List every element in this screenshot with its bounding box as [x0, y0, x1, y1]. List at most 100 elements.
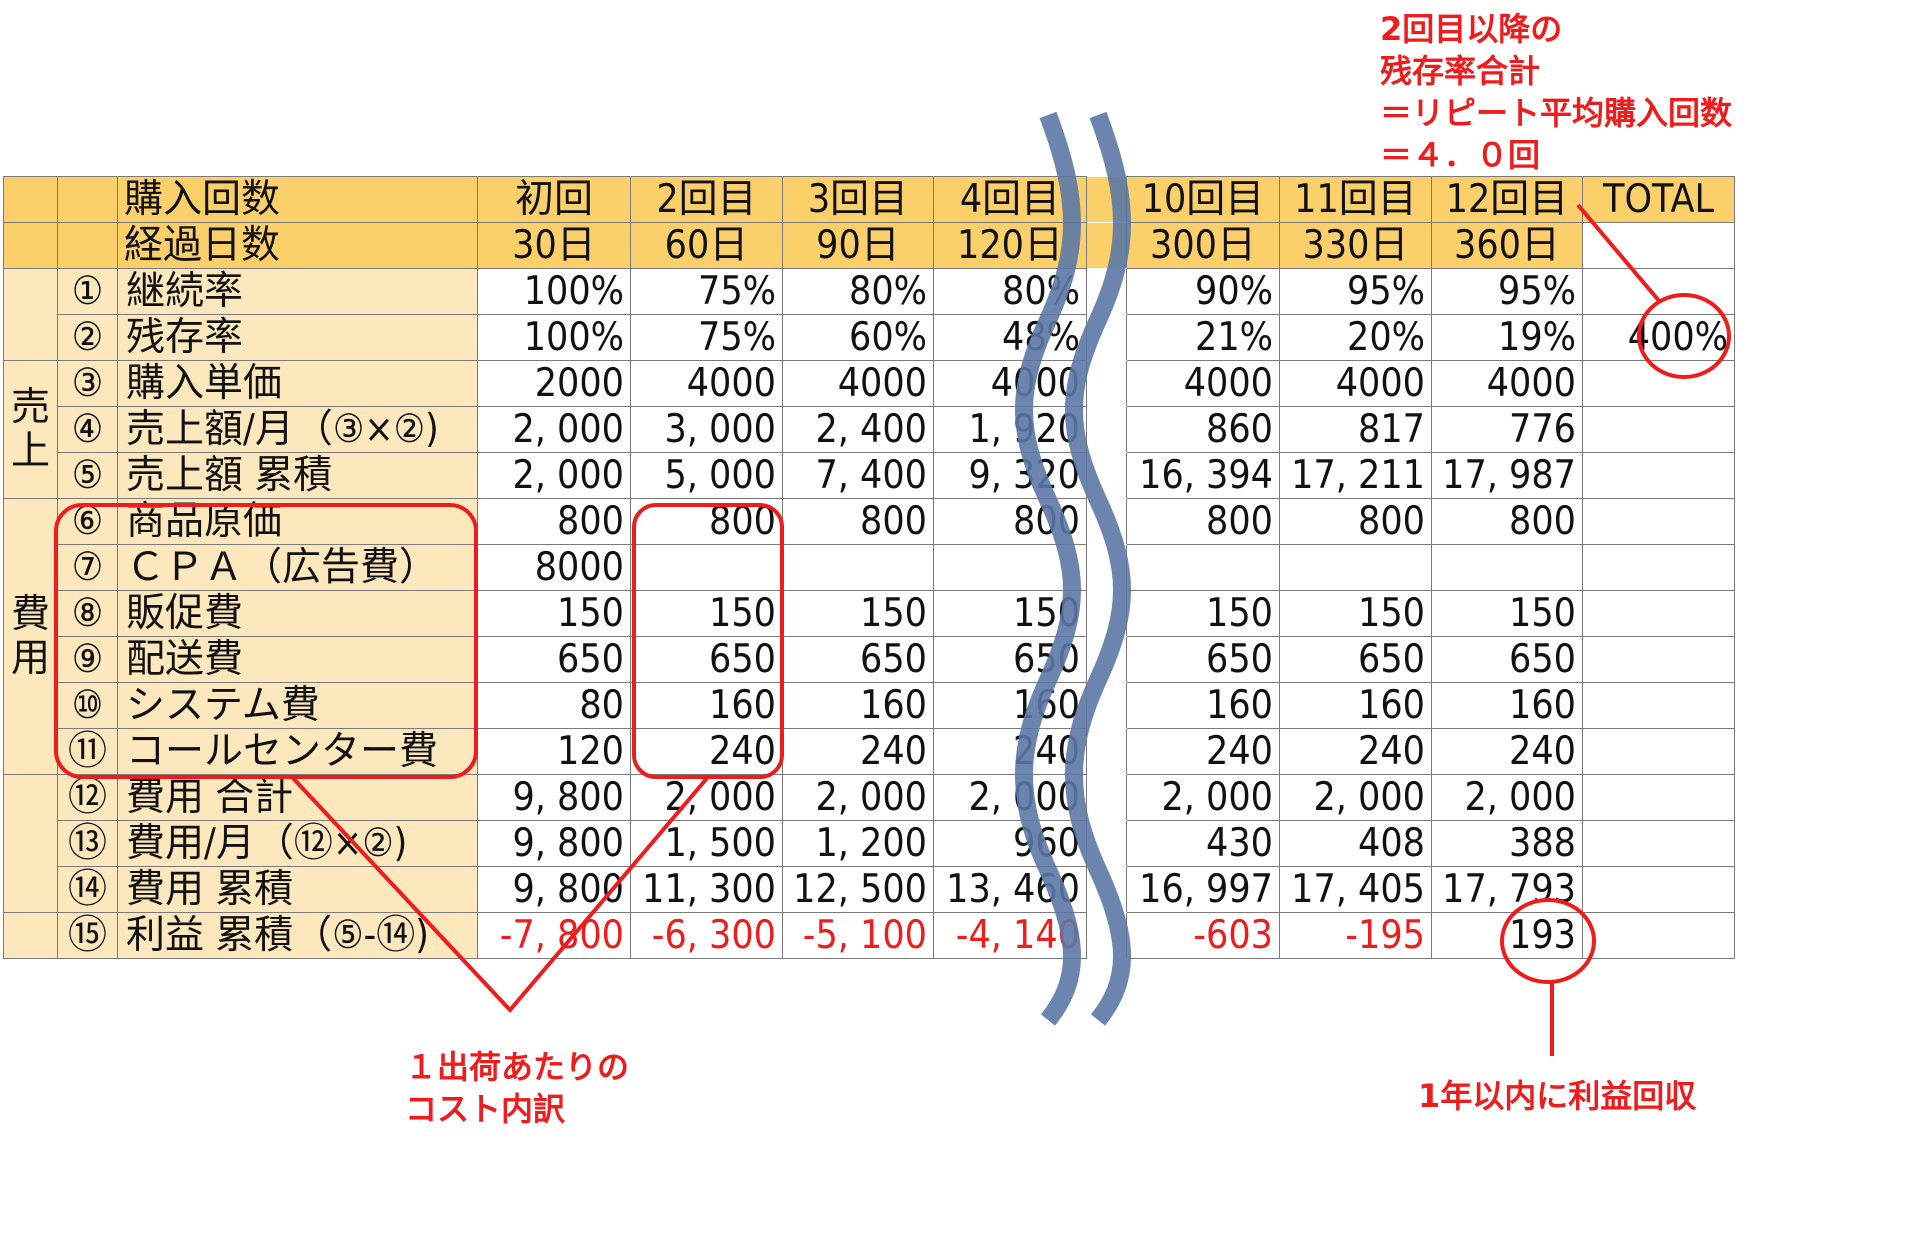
value-cell: -195 — [1279, 912, 1432, 959]
row-label: システム費 — [117, 682, 478, 729]
value-cell: 19% — [1431, 314, 1583, 361]
row-label: ＣＰＡ（広告費） — [117, 544, 478, 591]
value-cell: -603 — [1126, 912, 1280, 959]
group-blank — [3, 912, 58, 959]
value-cell: 160 — [1126, 682, 1280, 729]
row-index: ⑤ — [57, 452, 118, 499]
column-break-gap — [1086, 590, 1127, 637]
value-cell: 11, 300 — [630, 866, 783, 913]
row-index: ⑥ — [57, 498, 118, 545]
header-cell: 4回目 — [933, 176, 1087, 223]
value-cell: 4000 — [933, 360, 1087, 407]
value-cell: 800 — [933, 498, 1087, 545]
header-cell: 12回目 — [1431, 176, 1583, 223]
value-cell: 48% — [933, 314, 1087, 361]
value-cell: 16, 394 — [1126, 452, 1280, 499]
value-cell: 650 — [630, 636, 783, 683]
value-cell: 240 — [782, 728, 934, 775]
value-cell: 860 — [1126, 406, 1280, 453]
value-cell: 650 — [782, 636, 934, 683]
column-break-gap — [1086, 682, 1127, 729]
value-cell: 100% — [477, 314, 631, 361]
value-cell: 240 — [1126, 728, 1280, 775]
value-cell: 20% — [1279, 314, 1432, 361]
value-cell — [933, 544, 1087, 591]
value-cell — [1582, 360, 1735, 407]
value-cell: 817 — [1279, 406, 1432, 453]
value-cell — [1582, 912, 1735, 959]
value-cell: 80% — [782, 268, 934, 315]
value-cell: 800 — [782, 498, 934, 545]
header-cell: 10回目 — [1126, 176, 1280, 223]
header-blank — [3, 222, 58, 269]
header-cell: 2回目 — [630, 176, 783, 223]
value-cell: 80% — [933, 268, 1087, 315]
annotation-line: 残存率合計 — [1380, 52, 1541, 90]
row-label: 売上額/月（③×②) — [117, 406, 478, 453]
annotation-profit-recovery: 1年以内に利益回収 — [1418, 1077, 1697, 1115]
annotation-line: ＝４．０回 — [1380, 136, 1541, 174]
value-cell: 80 — [477, 682, 631, 729]
value-cell — [1582, 682, 1735, 729]
value-cell: 17, 211 — [1279, 452, 1432, 499]
value-cell: 3, 000 — [630, 406, 783, 453]
row-label: 費用/月（⑫×②) — [117, 820, 478, 867]
header-label-elapsed-days: 経過日数 — [117, 222, 478, 269]
value-cell: 150 — [1279, 590, 1432, 637]
value-cell: 95% — [1279, 268, 1432, 315]
value-cell: 7, 400 — [782, 452, 934, 499]
value-cell — [782, 544, 934, 591]
value-cell: 4000 — [1431, 360, 1583, 407]
row-index: ⑦ — [57, 544, 118, 591]
value-cell: 800 — [630, 498, 783, 545]
row-index: ⑭ — [57, 866, 118, 913]
value-cell — [1582, 774, 1735, 821]
value-cell: 150 — [1126, 590, 1280, 637]
row-label: 配送費 — [117, 636, 478, 683]
value-cell: 75% — [630, 314, 783, 361]
value-cell — [630, 544, 783, 591]
value-cell: -4, 140 — [933, 912, 1087, 959]
value-cell — [1126, 544, 1280, 591]
value-cell: 17, 987 — [1431, 452, 1583, 499]
value-cell: 100% — [477, 268, 631, 315]
value-cell: 800 — [1126, 498, 1280, 545]
group-label-sales: 売 上 — [3, 360, 58, 499]
header-cell: 初回 — [477, 176, 631, 223]
row-index: ① — [57, 268, 118, 315]
header-cell: 90日 — [782, 222, 934, 269]
header-blank — [3, 176, 58, 223]
value-cell: 240 — [933, 728, 1087, 775]
value-cell: 4000 — [1279, 360, 1432, 407]
value-cell: 5, 000 — [630, 452, 783, 499]
value-cell: 90% — [1126, 268, 1280, 315]
value-cell: 160 — [1279, 682, 1432, 729]
value-cell: 95% — [1431, 268, 1583, 315]
value-cell: 160 — [782, 682, 934, 729]
row-label: 売上額 累積 — [117, 452, 478, 499]
value-cell: 650 — [1431, 636, 1583, 683]
value-cell: 2, 000 — [1126, 774, 1280, 821]
annotation-cost-breakdown: １出荷あたりの コスト内訳 — [405, 1046, 629, 1130]
column-break-gap — [1086, 498, 1127, 545]
value-cell: 150 — [630, 590, 783, 637]
column-break-gap — [1086, 222, 1127, 269]
annotation-repeat-count: 2回目以降の 残存率合計 ＝リピート平均購入回数 ＝４．０回 — [1380, 8, 1732, 176]
value-cell: 9, 320 — [933, 452, 1087, 499]
value-cell: 150 — [782, 590, 934, 637]
header-label-purchase-count: 購入回数 — [117, 176, 478, 223]
row-label: 販促費 — [117, 590, 478, 637]
value-cell: 650 — [933, 636, 1087, 683]
header-cell: 30日 — [477, 222, 631, 269]
